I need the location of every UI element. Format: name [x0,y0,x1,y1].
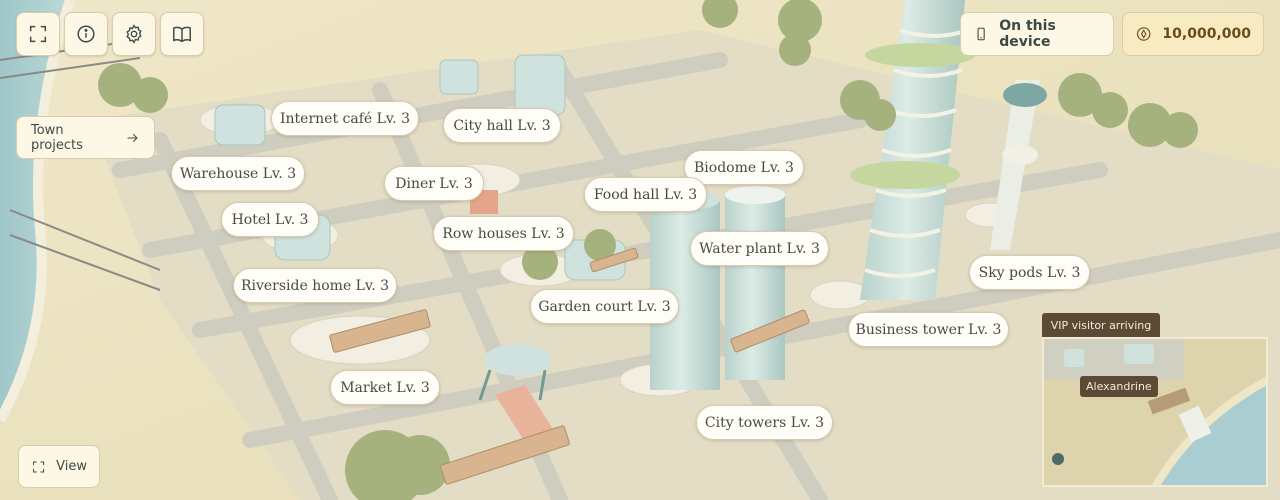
view-button[interactable]: View [18,445,100,488]
town-projects-button[interactable]: Town projects [16,116,155,159]
coin-icon [1136,27,1151,41]
minimap-scene [1044,339,1266,485]
save-location-label: On this device [999,18,1056,50]
currency-badge[interactable]: 10,000,000 [1122,12,1264,56]
building-label-row-houses[interactable]: Row houses Lv. 3 [433,216,574,251]
building-label-city-towers[interactable]: City towers Lv. 3 [696,405,833,440]
building-label-warehouse[interactable]: Warehouse Lv. 3 [171,156,305,191]
fullscreen-button[interactable] [16,12,60,56]
building-label-garden-court[interactable]: Garden court Lv. 3 [530,289,679,324]
visitor-name-tag: Alexandrine [1080,376,1158,397]
building-label-internet-cafe[interactable]: Internet café Lv. 3 [271,101,419,136]
gear-icon [126,24,142,44]
building-label-sky-pods[interactable]: Sky pods Lv. 3 [969,255,1090,290]
view-label: View [56,459,87,474]
currency-amount: 10,000,000 [1162,26,1251,42]
building-label-city-hall[interactable]: City hall Lv. 3 [443,108,561,143]
settings-button[interactable] [112,12,156,56]
building-label-riverside-home[interactable]: Riverside home Lv. 3 [233,268,397,303]
building-label-diner[interactable]: Diner Lv. 3 [384,166,484,201]
vip-status-tag: VIP visitor arriving [1042,313,1160,337]
book-icon [173,26,191,43]
building-label-food-hall[interactable]: Food hall Lv. 3 [584,177,707,212]
building-label-business-tower[interactable]: Business tower Lv. 3 [848,312,1009,347]
building-label-market[interactable]: Market Lv. 3 [330,370,440,405]
vip-minimap[interactable] [1042,337,1268,487]
phone-icon [977,27,985,41]
building-label-hotel[interactable]: Hotel Lv. 3 [221,202,319,237]
frame-icon [33,460,45,473]
info-button[interactable] [64,12,108,56]
info-icon [77,25,95,43]
building-label-water-plant[interactable]: Water plant Lv. 3 [690,231,829,266]
arrow-right-icon [127,133,138,142]
town-projects-label: Town projects [31,122,83,153]
save-location-badge[interactable]: On this device [960,12,1114,56]
building-label-biodome[interactable]: Biodome Lv. 3 [684,150,804,185]
guide-button[interactable] [160,12,204,56]
fullscreen-icon [29,25,47,43]
